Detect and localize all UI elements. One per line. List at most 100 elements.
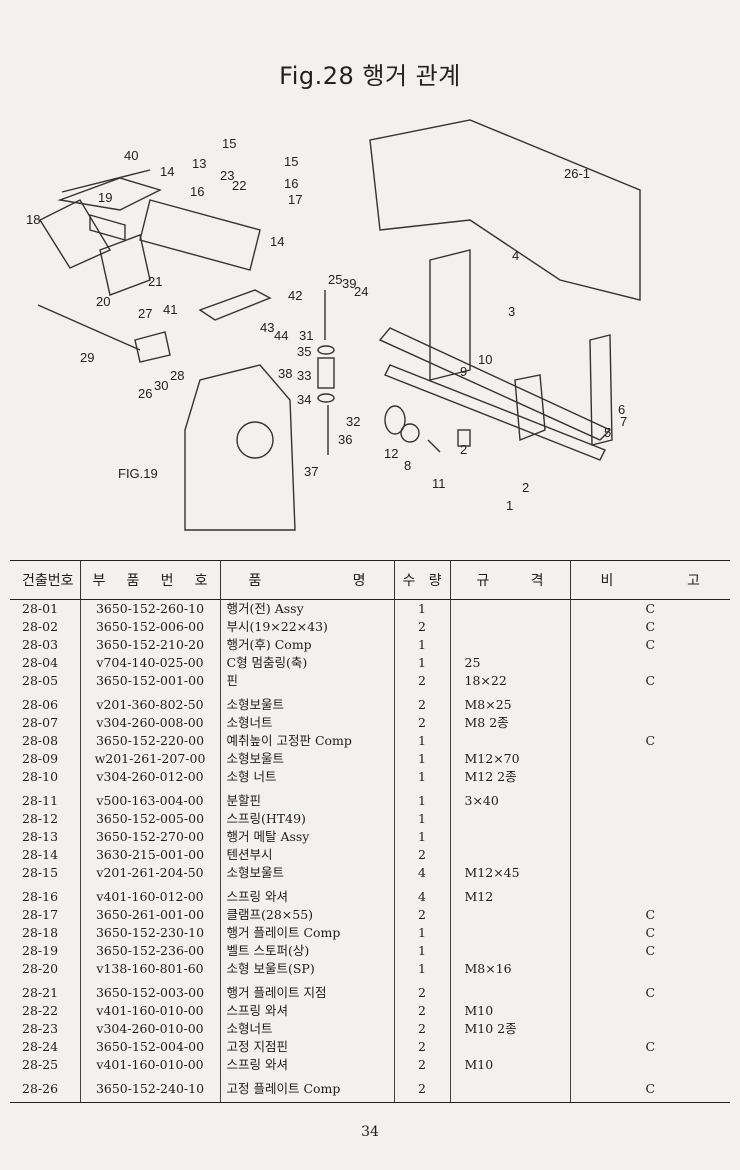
cell-spec	[449, 846, 570, 864]
cell-spec: M12×70	[449, 750, 570, 768]
cell-no: 28-20	[22, 961, 59, 976]
cell-no: 28-03	[22, 637, 59, 652]
cell-name: 벨트 스토퍼(상)	[219, 942, 394, 960]
callout-19: 19	[98, 190, 112, 205]
plate-41-shape	[198, 289, 272, 321]
cell-no: 28-04	[22, 655, 59, 670]
cell-qty: 2	[393, 1038, 450, 1056]
cell-part-no: 3650-152-220-00	[79, 732, 220, 750]
cell-note	[569, 1020, 730, 1038]
cell-spec	[449, 810, 570, 828]
cell-spec	[449, 924, 570, 942]
callout-5: 5	[604, 425, 611, 440]
cell-note	[569, 696, 730, 714]
callout-42: 42	[288, 288, 302, 303]
callout-15: 15	[222, 136, 236, 151]
plate-26-shape	[134, 331, 171, 363]
row-gap	[10, 690, 730, 696]
cell-spec	[449, 732, 570, 750]
callout-27: 27	[138, 306, 152, 321]
cell-note	[569, 846, 730, 864]
arm-21-shape	[99, 234, 151, 296]
cell-part-no: v500-163-004-00	[79, 792, 220, 810]
cell-name: 행거 메탈 Assy	[219, 828, 394, 846]
cell-note	[569, 654, 730, 672]
callout-7: 7	[620, 414, 627, 429]
callout-38: 38	[278, 366, 292, 381]
cell-spec: M8 2종	[449, 714, 570, 732]
upright-right-shape	[589, 334, 613, 446]
cell-part-no: 3650-152-005-00	[79, 810, 220, 828]
cell-part-no: v304-260-008-00	[79, 714, 220, 732]
diagram-svg: 40 13 15 15 16 16 17 14 14 23 22 19 18 2…	[26, 119, 641, 531]
callout-8: 8	[404, 458, 411, 473]
callout-21: 21	[148, 274, 162, 289]
cell-part-no: v401-160-012-00	[79, 888, 220, 906]
cell-qty: 1	[393, 792, 450, 810]
cell-qty: 1	[393, 654, 450, 672]
cell-part-no: 3650-152-001-00	[79, 672, 220, 690]
hanger-plate-shape	[57, 177, 162, 211]
cell-qty: 1	[393, 750, 450, 768]
cell-no: 28-13	[22, 829, 59, 844]
callout-2: 2	[460, 442, 467, 457]
cell-qty: 2	[393, 1056, 450, 1074]
cell-spec	[449, 828, 570, 846]
cell-spec	[449, 599, 570, 618]
cell-name: 행거(후) Comp	[219, 636, 394, 654]
cell-spec	[449, 1038, 570, 1056]
cell-no: 28-12	[22, 811, 59, 826]
callout-3: 3	[508, 304, 515, 319]
bush-2-shape	[457, 429, 471, 447]
cell-qty: 2	[393, 672, 450, 690]
page-number: 34	[361, 1124, 379, 1140]
pin-11-shape	[427, 439, 441, 453]
callout-1: 1	[506, 498, 513, 513]
cell-name: 스프링(HT49)	[219, 810, 394, 828]
cell-qty: 2	[393, 1020, 450, 1038]
cell-qty: 1	[393, 599, 450, 618]
frame-shape	[369, 119, 641, 301]
cell-spec: M8×16	[449, 960, 570, 978]
callout-33: 33	[297, 368, 311, 383]
cell-name: 소형 너트	[219, 768, 394, 786]
bracket-18-shape	[38, 199, 112, 269]
cell-part-no: 3650-261-001-00	[79, 906, 220, 924]
cell-no: 28-24	[22, 1039, 59, 1054]
cell-note	[569, 714, 730, 732]
washer-35-shape	[317, 345, 335, 355]
cell-note: C	[569, 1080, 730, 1103]
callout-6: 6	[618, 402, 625, 417]
cell-part-no: 3650-152-240-10	[79, 1080, 220, 1103]
cell-no: 28-10	[22, 769, 59, 784]
cell-part-no: 3650-152-003-00	[79, 984, 220, 1002]
hanger-3-shape	[378, 327, 612, 441]
cell-spec	[449, 906, 570, 924]
cell-name: 행거(전) Assy	[219, 599, 394, 618]
callout-17: 17	[288, 192, 302, 207]
callout-39: 39	[342, 276, 356, 291]
rod-29-shape	[37, 304, 141, 351]
callout-22: 22	[232, 178, 246, 193]
cell-note	[569, 792, 730, 810]
cell-no: 28-22	[22, 1003, 59, 1018]
cell-qty: 1	[393, 942, 450, 960]
callout-26-1: 26-1	[564, 166, 590, 181]
cell-part-no: 3650-152-004-00	[79, 1038, 220, 1056]
cell-qty: 1	[393, 960, 450, 978]
cell-no: 28-17	[22, 907, 59, 922]
cell-part-no: 3650-152-260-10	[79, 599, 220, 618]
cell-name: 핀	[219, 672, 394, 690]
cell-qty: 4	[393, 864, 450, 882]
